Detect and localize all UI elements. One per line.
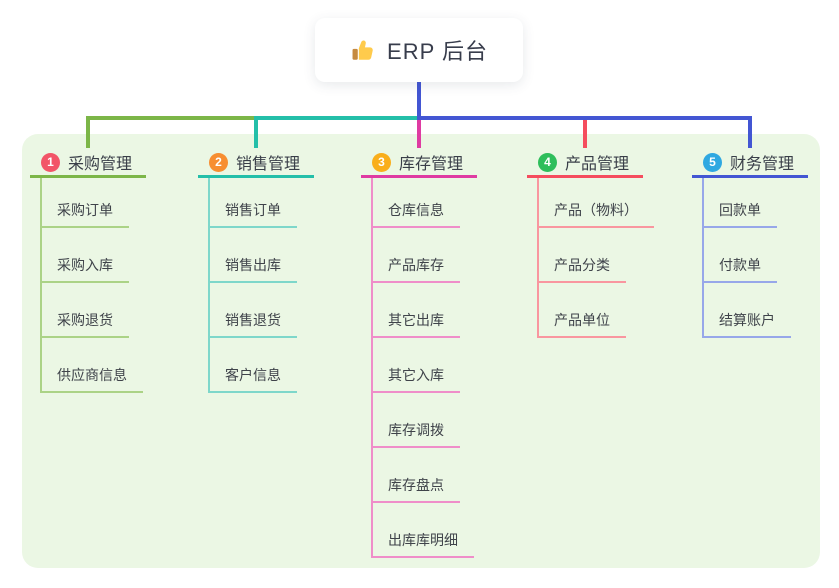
connector-drop-5 — [748, 120, 752, 148]
child-node[interactable]: 客户信息 — [210, 338, 297, 393]
child-node[interactable]: 产品库存 — [373, 228, 460, 283]
branch-children: 仓库信息产品库存其它出库其它入库库存调拨库存盘点出库库明细 — [371, 178, 474, 558]
branch-3: 3 库存管理仓库信息产品库存其它出库其它入库库存调拨库存盘点出库库明细 — [361, 149, 477, 558]
branch-children: 采购订单采购入库采购退货供应商信息 — [40, 178, 143, 393]
connector-bus-segment-1 — [86, 116, 256, 120]
child-node[interactable]: 付款单 — [704, 228, 777, 283]
connector-bus-segment-2 — [254, 116, 419, 120]
branch-node-4[interactable]: 4 产品管理 — [527, 149, 643, 175]
child-node[interactable]: 销售退货 — [210, 283, 297, 338]
branch-underline — [692, 175, 808, 178]
child-node[interactable]: 产品分类 — [539, 228, 626, 283]
branch-label: 财务管理 — [730, 156, 795, 173]
branch-children: 回款单付款单结算账户 — [702, 178, 791, 338]
branch-underline — [361, 175, 477, 178]
branch-number-badge: 2 — [209, 152, 228, 172]
branch-number-badge: 1 — [41, 152, 60, 172]
branch-label: 库存管理 — [399, 156, 464, 173]
branch-node-1[interactable]: 1 采购管理 — [30, 149, 146, 175]
connector-drop-2 — [254, 120, 258, 148]
branch-underline — [527, 175, 643, 178]
root-title: ERP 后台 — [387, 39, 488, 64]
connector-root-vertical — [417, 82, 421, 120]
branch-2: 2 销售管理销售订单销售出库销售退货客户信息 — [198, 149, 314, 393]
branch-label: 产品管理 — [565, 156, 630, 173]
branch-node-3[interactable]: 3 库存管理 — [361, 149, 477, 175]
child-node[interactable]: 销售出库 — [210, 228, 297, 283]
child-node[interactable]: 结算账户 — [704, 283, 791, 338]
child-node[interactable]: 采购退货 — [42, 283, 129, 338]
branch-1: 1 采购管理采购订单采购入库采购退货供应商信息 — [30, 149, 146, 393]
branch-label: 销售管理 — [236, 156, 301, 173]
branch-node-5[interactable]: 5 财务管理 — [692, 149, 808, 175]
connector-drop-3 — [417, 120, 421, 148]
branch-underline — [198, 175, 314, 178]
thumbs-up-icon — [352, 39, 373, 60]
branch-4: 4 产品管理产品（物料）产品分类产品单位 — [527, 149, 654, 338]
branch-children: 产品（物料）产品分类产品单位 — [537, 178, 654, 338]
branch-number-badge: 5 — [703, 152, 722, 172]
branch-node-2[interactable]: 2 销售管理 — [198, 149, 314, 175]
root-node[interactable]: ERP 后台 — [315, 18, 523, 82]
branch-label: 采购管理 — [68, 156, 133, 173]
branch-number-badge: 4 — [538, 152, 557, 172]
child-node[interactable]: 仓库信息 — [373, 178, 460, 228]
connector-drop-4 — [583, 120, 587, 148]
child-node[interactable]: 供应商信息 — [42, 338, 143, 393]
child-node[interactable]: 采购订单 — [42, 178, 129, 228]
child-node[interactable]: 其它出库 — [373, 283, 460, 338]
child-node[interactable]: 产品单位 — [539, 283, 626, 338]
child-node[interactable]: 产品（物料） — [539, 178, 654, 228]
child-node[interactable]: 采购入库 — [42, 228, 129, 283]
connector-drop-1 — [86, 120, 90, 148]
child-node[interactable]: 出库库明细 — [373, 503, 474, 558]
branch-children: 销售订单销售出库销售退货客户信息 — [208, 178, 297, 393]
child-node[interactable]: 销售订单 — [210, 178, 297, 228]
child-node[interactable]: 其它入库 — [373, 338, 460, 393]
child-node[interactable]: 库存调拨 — [373, 393, 460, 448]
branch-underline — [30, 175, 146, 178]
branch-5: 5 财务管理回款单付款单结算账户 — [692, 149, 808, 338]
child-node[interactable]: 回款单 — [704, 178, 777, 228]
branches-panel — [22, 134, 820, 568]
branch-number-badge: 3 — [372, 152, 391, 172]
child-node[interactable]: 库存盘点 — [373, 448, 460, 503]
connector-bus-segment-3 — [417, 116, 752, 120]
